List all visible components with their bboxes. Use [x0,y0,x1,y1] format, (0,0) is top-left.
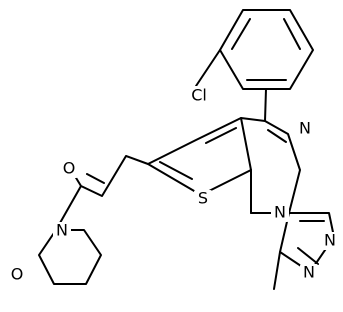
fused-nitrogen-label: N [274,203,286,222]
methyl-bond [273,251,281,290]
morpholine-oxygen-label: O [11,265,24,284]
bond-network [38,9,335,290]
triazole-lower-nitrogen-label: N [303,263,315,282]
triazole-upper-nitrogen-label: N [324,231,336,250]
sulfur-label: S [198,189,208,208]
thiophene-ring [147,117,252,196]
morpholine-ring [38,229,102,285]
carbonyl-oxygen-label: O [63,159,76,178]
chloro-bond [195,49,221,87]
chlorine-label: Cl [191,86,207,105]
propenoyl-chain [55,155,149,231]
chlorophenyl-ring [219,9,314,90]
diazepine-nitrogen-label: N [299,119,311,138]
triazole-ring [279,212,335,273]
aryl-to-core-bond [264,88,267,122]
amide-nitrogen-label: N [56,221,68,240]
atom-labels: Cl O N O S N N N N [8,86,339,284]
